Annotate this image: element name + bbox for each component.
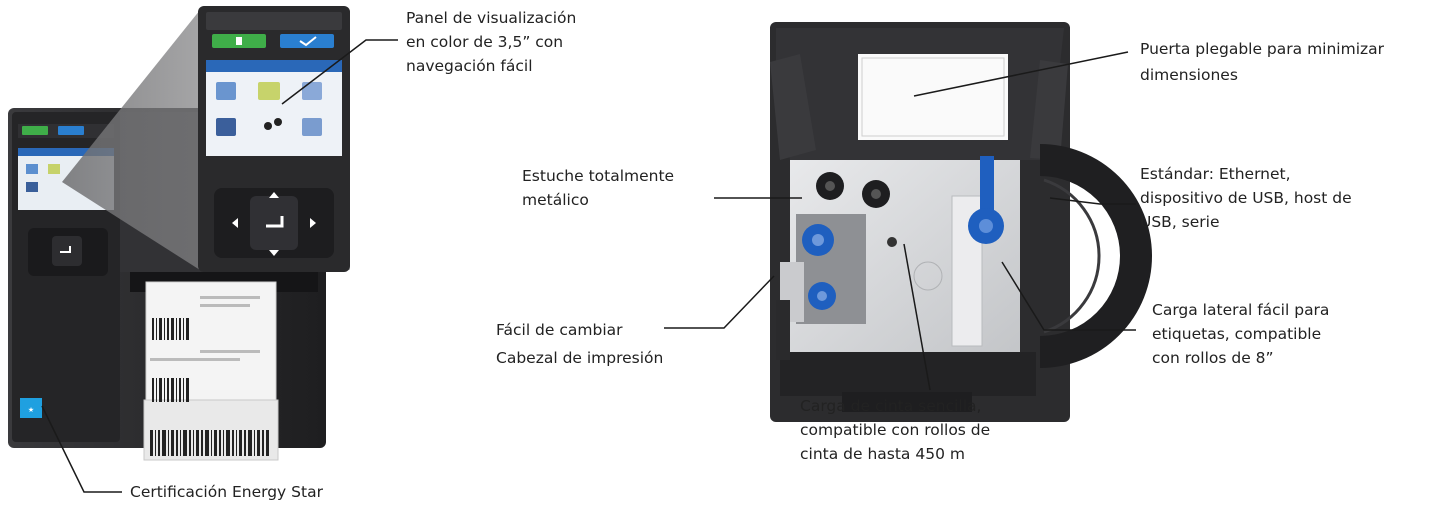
callout-line: con rollos de 8” [1152,349,1274,367]
small-blue-button [58,126,84,135]
enlarged-control-panel [198,6,350,272]
printhead [780,214,866,324]
callout-line: USB, serie [1140,213,1220,231]
callout-line: Panel de visualización [406,9,577,27]
callout-line: metálico [522,191,589,209]
callout-line: compatible con rollos de [800,421,991,439]
callout-line: Estuche totalmente [522,167,675,185]
leader-ribbon-loading [903,243,931,391]
leader-lines [41,39,1136,493]
callout-side-loading: Carga lateral fácil para etiquetas, comp… [1152,298,1329,370]
callout-line: etiquetas, compatible [1152,325,1322,343]
leader-energy-star [41,405,122,493]
open-printer [770,22,1152,422]
callout-line: cinta de hasta 450 m [800,445,965,463]
callout-line: Cabezal de impresión [496,349,664,367]
callout-line: en color de 3,5” con [406,33,564,51]
front-printer: ★ [8,6,350,461]
callout-line: dispositivo de USB, host de [1140,189,1352,207]
energy-star-icon [20,398,42,418]
callout-line: dimensiones [1140,66,1238,84]
large-blue-button [280,34,334,48]
printed-label [143,281,279,461]
callout-metal-case: Estuche totalmente metálico [522,164,674,212]
callout-printhead: Fácil de cambiar Cabezal de impresión [496,316,663,372]
callout-line: Puerta plegable para minimizar [1140,40,1385,58]
callout-interfaces: Estándar: Ethernet, dispositivo de USB, … [1140,162,1352,234]
arrow-keys-icon [214,188,334,258]
callout-line: Carga lateral fácil para [1152,301,1330,319]
leader-side-loading [1001,261,1136,331]
callout-line: Certificación Energy Star [130,483,323,501]
leader-display-panel [281,39,398,105]
label-spindle [968,156,1004,244]
svg-text:★: ★ [28,406,34,414]
leader-folding-door [913,51,1129,97]
callout-line: navegación fácil [406,57,533,75]
callout-line: Carga de cinta sencilla, [800,397,982,415]
callout-ribbon-loading: Carga de cinta sencilla, compatible con … [800,394,990,466]
door-window [858,54,1008,140]
small-green-button [22,126,48,135]
callout-line: Estándar: Ethernet, [1140,165,1291,183]
leader-printhead [664,275,775,329]
small-keypad [28,228,108,276]
label-roll [1039,144,1152,368]
leader-interfaces [1049,197,1136,205]
callout-energy-star: Certificación Energy Star [130,480,323,504]
callout-line: Fácil de cambiar [496,321,623,339]
callout-folding-door: Puerta plegable para minimizar dimension… [1140,36,1384,88]
enter-key-icon [266,216,284,228]
callout-display-panel: Panel de visualización en color de 3,5” … [406,6,576,78]
